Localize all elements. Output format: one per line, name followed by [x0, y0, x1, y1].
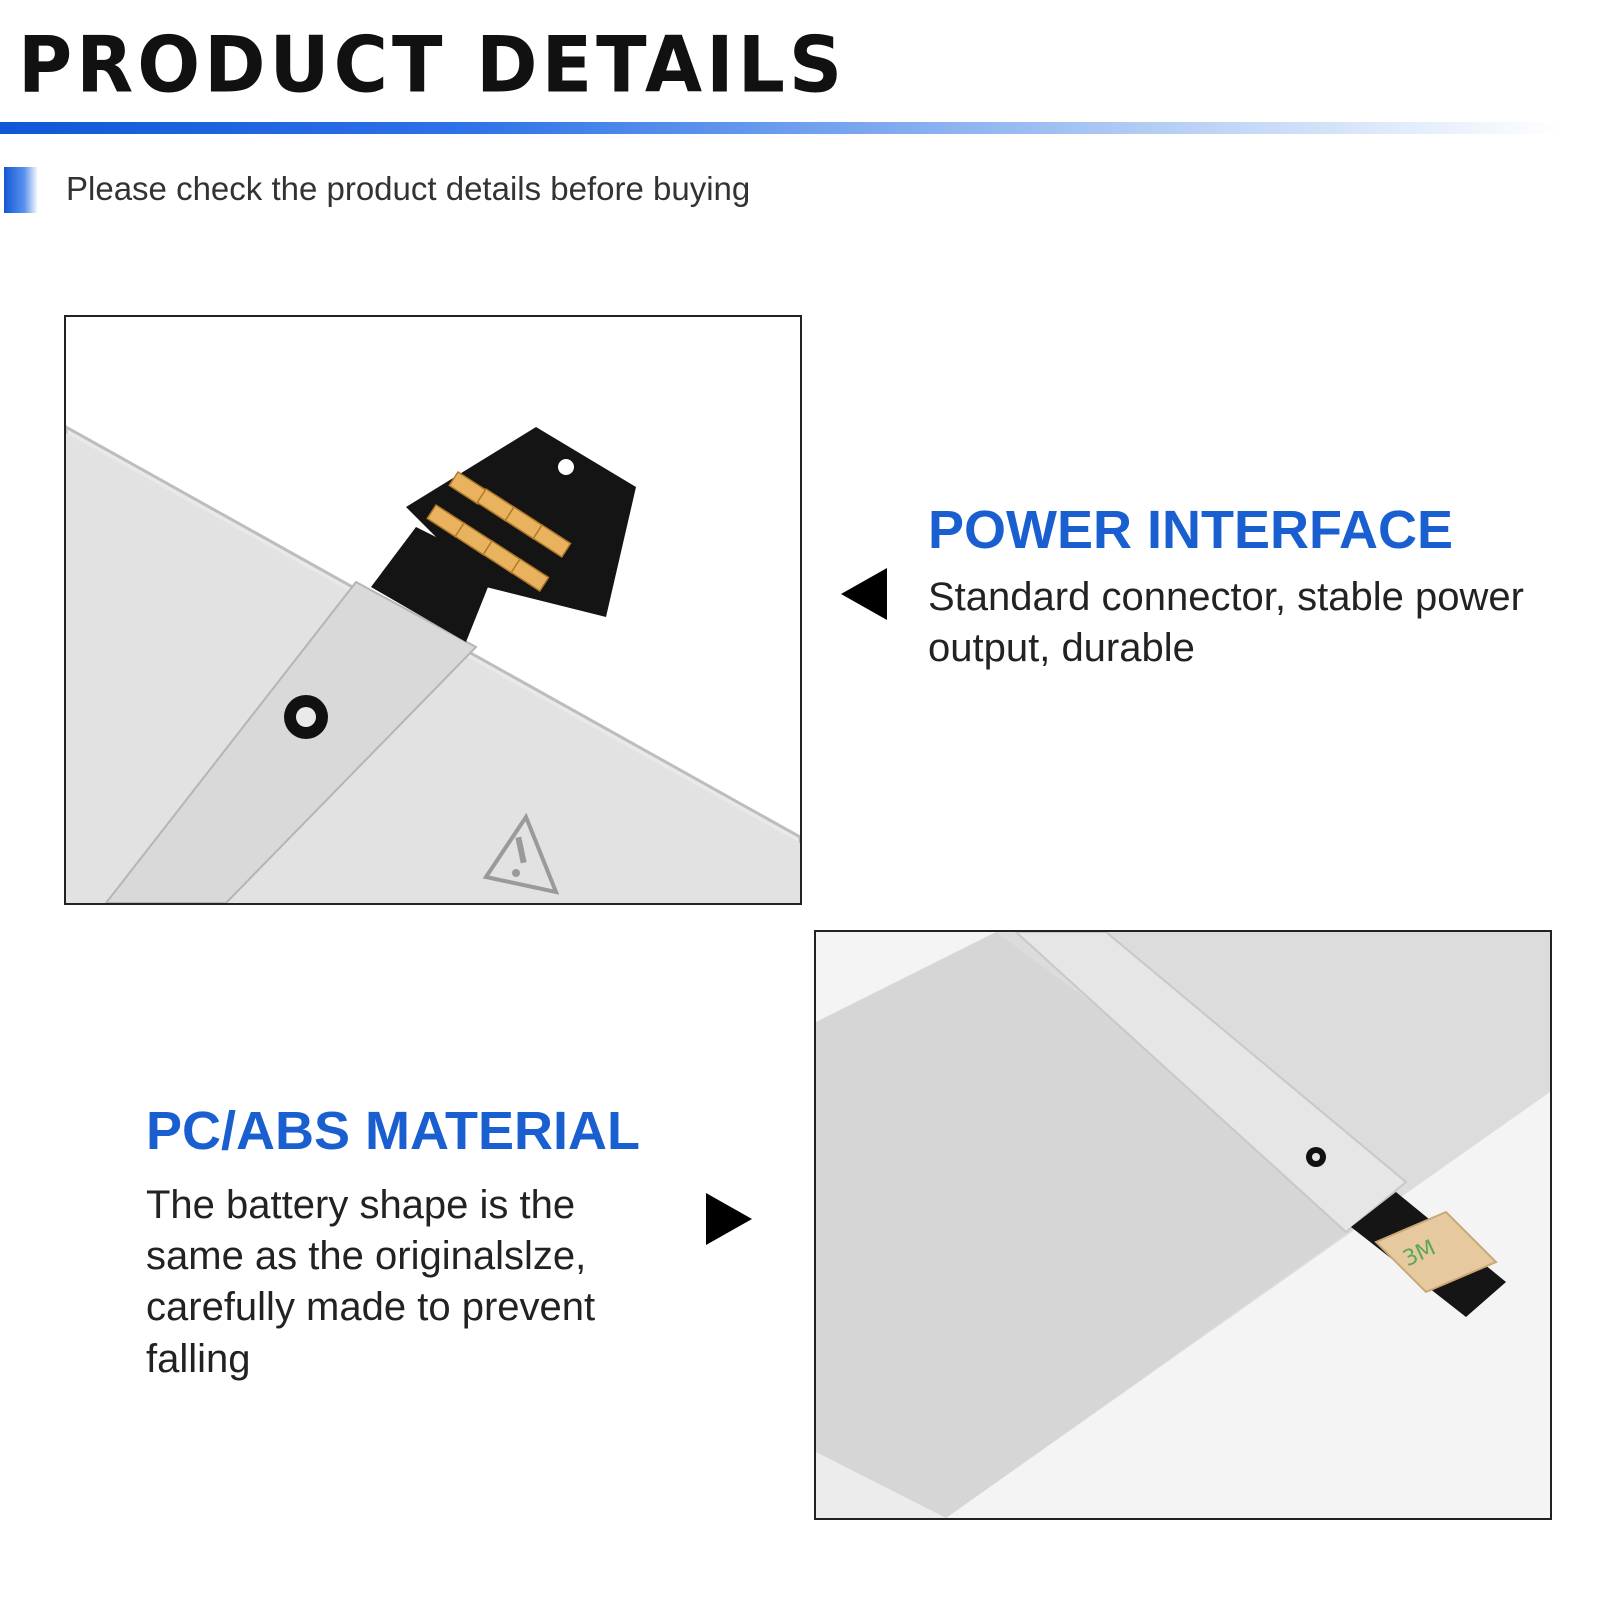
- feature-heading-power-interface: POWER INTERFACE: [928, 500, 1454, 560]
- subtitle-marker: [4, 167, 38, 213]
- battery-connector-photo: [64, 315, 802, 905]
- feature-heading-pc-abs-material: PC/ABS MATERIAL: [146, 1101, 640, 1161]
- page-title: PRODUCT DETAILS: [18, 19, 847, 111]
- left-arrow-icon: [841, 568, 887, 625]
- page-subtitle: Please check the product details before …: [66, 170, 751, 207]
- title-underline: [0, 122, 1560, 134]
- right-arrow-icon: [706, 1193, 752, 1250]
- feature-description-power-interface: Standard connector, stable power output,…: [928, 575, 1524, 671]
- battery-full-photo: 3M: [814, 930, 1552, 1520]
- feature-description-pc-abs-material: The battery shape is the same as the ori…: [146, 1183, 596, 1381]
